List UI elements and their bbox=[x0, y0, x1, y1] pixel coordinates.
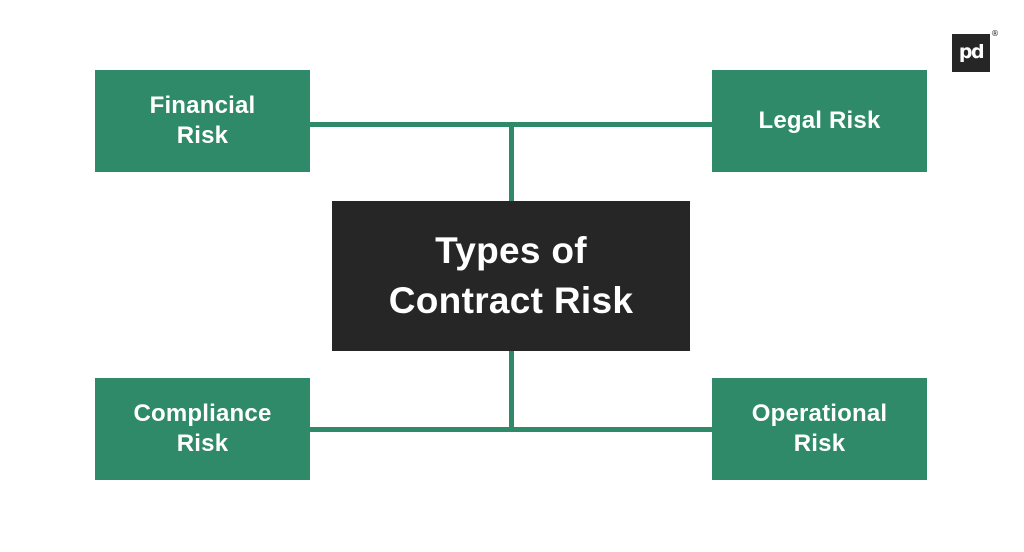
node-compliance-risk-label: Compliance Risk bbox=[133, 400, 272, 457]
node-legal-risk: Legal Risk bbox=[712, 70, 927, 172]
node-legal-risk-label: Legal Risk bbox=[758, 107, 881, 134]
node-center-title: Types of Contract Risk bbox=[332, 201, 690, 351]
connector-bottom-vertical bbox=[509, 351, 514, 432]
node-compliance-risk: Compliance Risk bbox=[95, 378, 310, 480]
connector-top-vertical bbox=[509, 122, 514, 201]
node-financial-risk: Financial Risk bbox=[95, 70, 310, 172]
node-operational-risk: Operational Risk bbox=[712, 378, 927, 480]
pandadoc-logo-icon: pd bbox=[958, 41, 985, 63]
diagram-title: Types of Contract Risk bbox=[388, 230, 634, 321]
node-financial-risk-label: Financial Risk bbox=[149, 92, 256, 149]
pandadoc-logo: pd bbox=[952, 34, 990, 72]
registered-trademark-mark: ® bbox=[991, 29, 999, 38]
node-operational-risk-label: Operational Risk bbox=[751, 400, 888, 457]
